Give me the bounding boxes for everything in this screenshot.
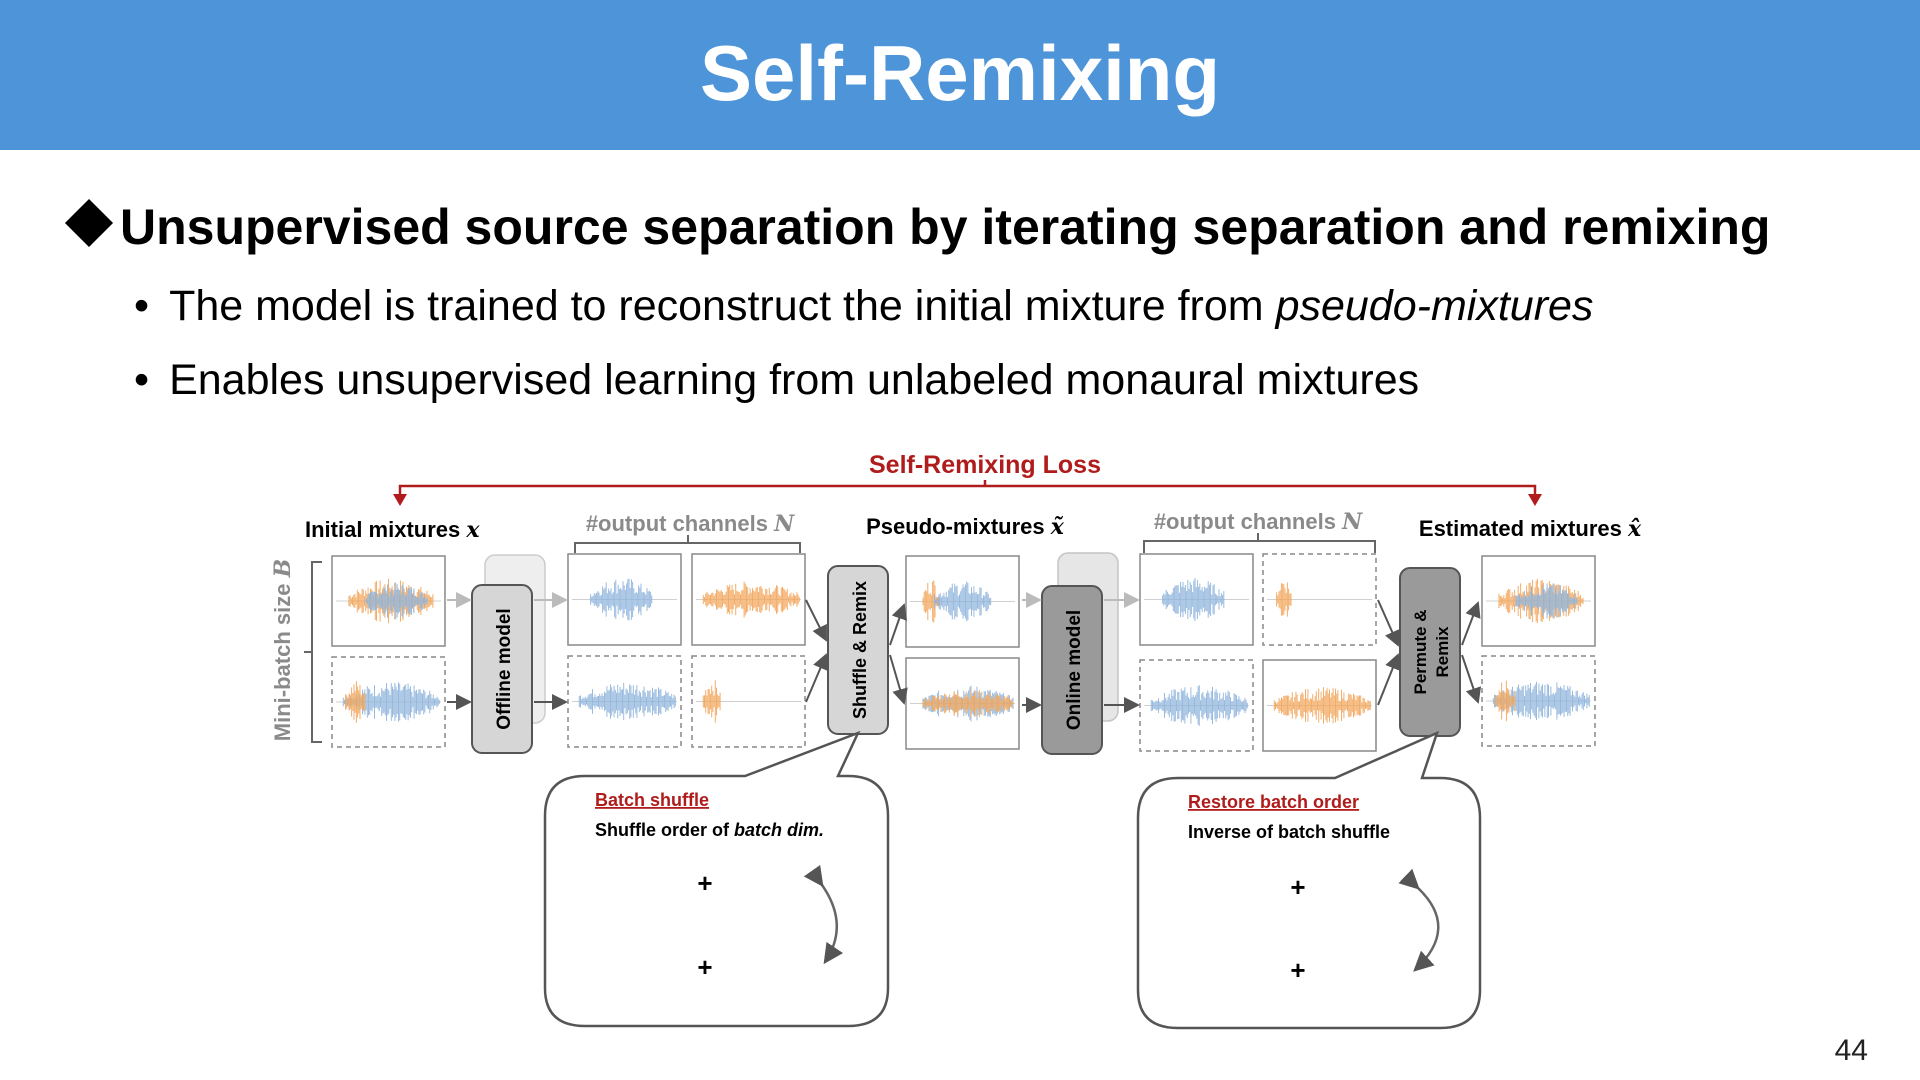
title-bar: [0, 0, 1920, 150]
permute-remix-label-line1: Permute &: [1411, 609, 1430, 694]
initial-mixtures-label: Initial mixtures x: [305, 517, 480, 543]
offline-model-label: Offline model: [494, 608, 515, 729]
batch-shuffle-callout: [543, 730, 890, 1028]
bullet-item: • Enables unsupervised learning from unla…: [134, 356, 1419, 405]
waveform-panel: [1139, 553, 1254, 646]
waveform-panel: [1481, 555, 1596, 647]
slide-heading: Unsupervised source separation by iterat…: [64, 198, 1771, 256]
heading-text: Unsupervised source separation by iterat…: [120, 199, 1771, 255]
waveform-panel: [691, 553, 806, 646]
waveform-panel: [1262, 659, 1377, 752]
slide-title: Self-Remixing: [699, 29, 1221, 117]
plus-icon: +: [1290, 872, 1305, 902]
shuffle-remix-label: Shuffle & Remix: [850, 581, 870, 719]
bullet-text: The model is trained to reconstruct the …: [169, 282, 1276, 330]
plus-icon: +: [1290, 955, 1305, 985]
pseudo-mixtures-label: Pseudo-mixtures x̃: [866, 514, 1065, 540]
waveform-panel: [905, 657, 1020, 750]
plus-icon: +: [697, 868, 712, 898]
online-model-block: [1041, 585, 1103, 755]
batch-shuffle-desc: Shuffle order of batch dim.: [595, 820, 824, 840]
waveform-panel: [691, 655, 806, 748]
swap-arrow-icon: [1398, 868, 1440, 972]
restore-order-desc: Inverse of batch shuffle: [1188, 822, 1390, 842]
minibatch-brace: [304, 561, 322, 743]
output-channels-brace-2: [1143, 533, 1376, 553]
plus-icon: +: [697, 952, 712, 982]
flow-arrows: [447, 592, 1482, 713]
waveform-panel: [567, 553, 682, 646]
permute-remix-label-line2: Remix: [1433, 626, 1452, 678]
estimated-mixtures-label: Estimated mixtures x̂: [1419, 516, 1642, 542]
bullet-item: • The model is trained to reconstruct the…: [134, 282, 1593, 331]
waveform-panel: [1481, 655, 1596, 747]
batch-shuffle-title: Batch shuffle: [595, 790, 709, 810]
output-channels-brace-1: [574, 535, 801, 553]
waveform-panel: [567, 655, 682, 748]
page-number: 44: [1834, 1034, 1868, 1067]
waveform-panel: [1139, 659, 1254, 752]
minibatch-label: Mini-batch size B: [270, 559, 296, 741]
online-model-label: Online model: [1064, 610, 1085, 730]
swap-arrow-icon: [803, 864, 844, 965]
bullet-emphasis: pseudo-mixtures: [1275, 282, 1594, 330]
loss-label: Self-Remixing Loss: [869, 451, 1101, 479]
waveform-panel: [331, 656, 446, 748]
loss-arrow: [393, 480, 1542, 506]
waveform-panel: [331, 555, 446, 647]
restore-order-title: Restore batch order: [1188, 792, 1359, 812]
bullet-text: Enables unsupervised learning from unlab…: [169, 356, 1420, 404]
output-channels-label-2: #output channels N: [1154, 509, 1363, 535]
bullet-dot-icon: •: [134, 356, 150, 404]
bullet-dot-icon: •: [134, 282, 150, 330]
output-channels-label-1: #output channels N: [586, 511, 795, 537]
waveform-panel: [905, 555, 1020, 648]
waveform-panel: [1262, 553, 1377, 646]
restore-order-callout: [1136, 730, 1482, 1030]
offline-model-block: [471, 584, 533, 754]
